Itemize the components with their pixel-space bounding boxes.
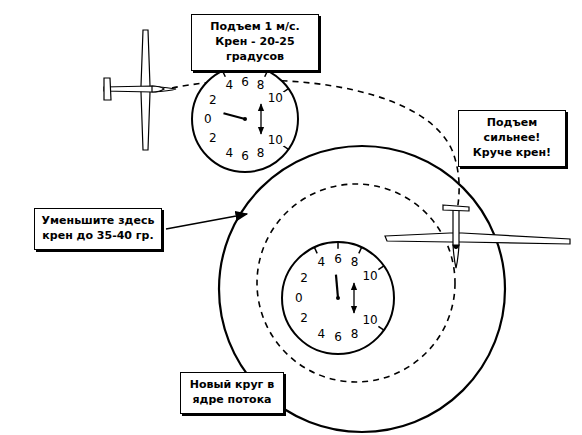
callout-box: Уменьшите здесь крен до 35-40 гр. (34, 208, 162, 250)
gauge-number: 4 (224, 147, 234, 159)
gauge-number: 8 (256, 147, 266, 159)
gauge-face (282, 242, 394, 354)
glider-banked (385, 205, 570, 268)
glider-level (104, 30, 176, 150)
gauge-number: 2 (208, 132, 218, 144)
up-down-arrow (353, 283, 354, 313)
gauge-number: 4 (224, 79, 234, 91)
gauge-number: 10 (267, 134, 284, 146)
callout-box: Новый круг в ядре потока (180, 372, 284, 414)
gauge-hub (336, 296, 340, 300)
callout-text: Подъем сильнее! Круче крен! (465, 116, 559, 161)
callout-box: Подъем 1 м/с. Крен - 20-25 градусов (191, 14, 319, 71)
gauge-number: 10 (361, 270, 378, 282)
gauge-number: 10 (361, 314, 378, 326)
new-circle-path (257, 184, 455, 382)
callout-text: Уменьшите здесь крен до 35-40 гр. (41, 214, 155, 244)
gauge-tick (314, 247, 317, 253)
gauge-number: 2 (299, 272, 309, 284)
gauge-tick (337, 242, 339, 249)
gauge-tick (378, 266, 384, 270)
gauge-number: 2 (299, 312, 309, 324)
gauge-number: 6 (240, 76, 250, 88)
gauge-number: 2 (208, 94, 218, 106)
callout-text: Новый круг в ядре потока (187, 378, 277, 408)
gauge-number: 0 (203, 113, 213, 125)
gauge-tick (265, 71, 268, 77)
gauge-needle (223, 113, 245, 119)
gauge-tick (283, 146, 288, 150)
gauge-number: 8 (350, 256, 360, 268)
gauge-number: 6 (240, 150, 250, 162)
leader-arrow (166, 214, 247, 229)
gauge-needle (336, 275, 338, 298)
gauge-number: 8 (350, 328, 360, 340)
callout-box: Подъем сильнее! Круче крен! (458, 110, 566, 167)
variometer (192, 66, 298, 172)
gauge-number: 8 (256, 79, 266, 91)
gauge-number: 6 (333, 331, 343, 343)
gauge-tick (378, 326, 384, 330)
up-down-arrow (260, 104, 261, 134)
gauge-hub (243, 117, 247, 121)
variometer (282, 242, 394, 354)
gauge-number: 0 (294, 292, 304, 304)
gauge-tick (359, 247, 362, 253)
gauge-number: 6 (333, 253, 343, 265)
gauge-number: 4 (317, 328, 327, 340)
gauge-tick (223, 71, 226, 77)
gauge-face (192, 66, 298, 172)
callout-text: Подъем 1 м/с. Крен - 20-25 градусов (198, 20, 312, 65)
gauge-number: 4 (317, 256, 327, 268)
gauge-number: 10 (267, 92, 284, 104)
